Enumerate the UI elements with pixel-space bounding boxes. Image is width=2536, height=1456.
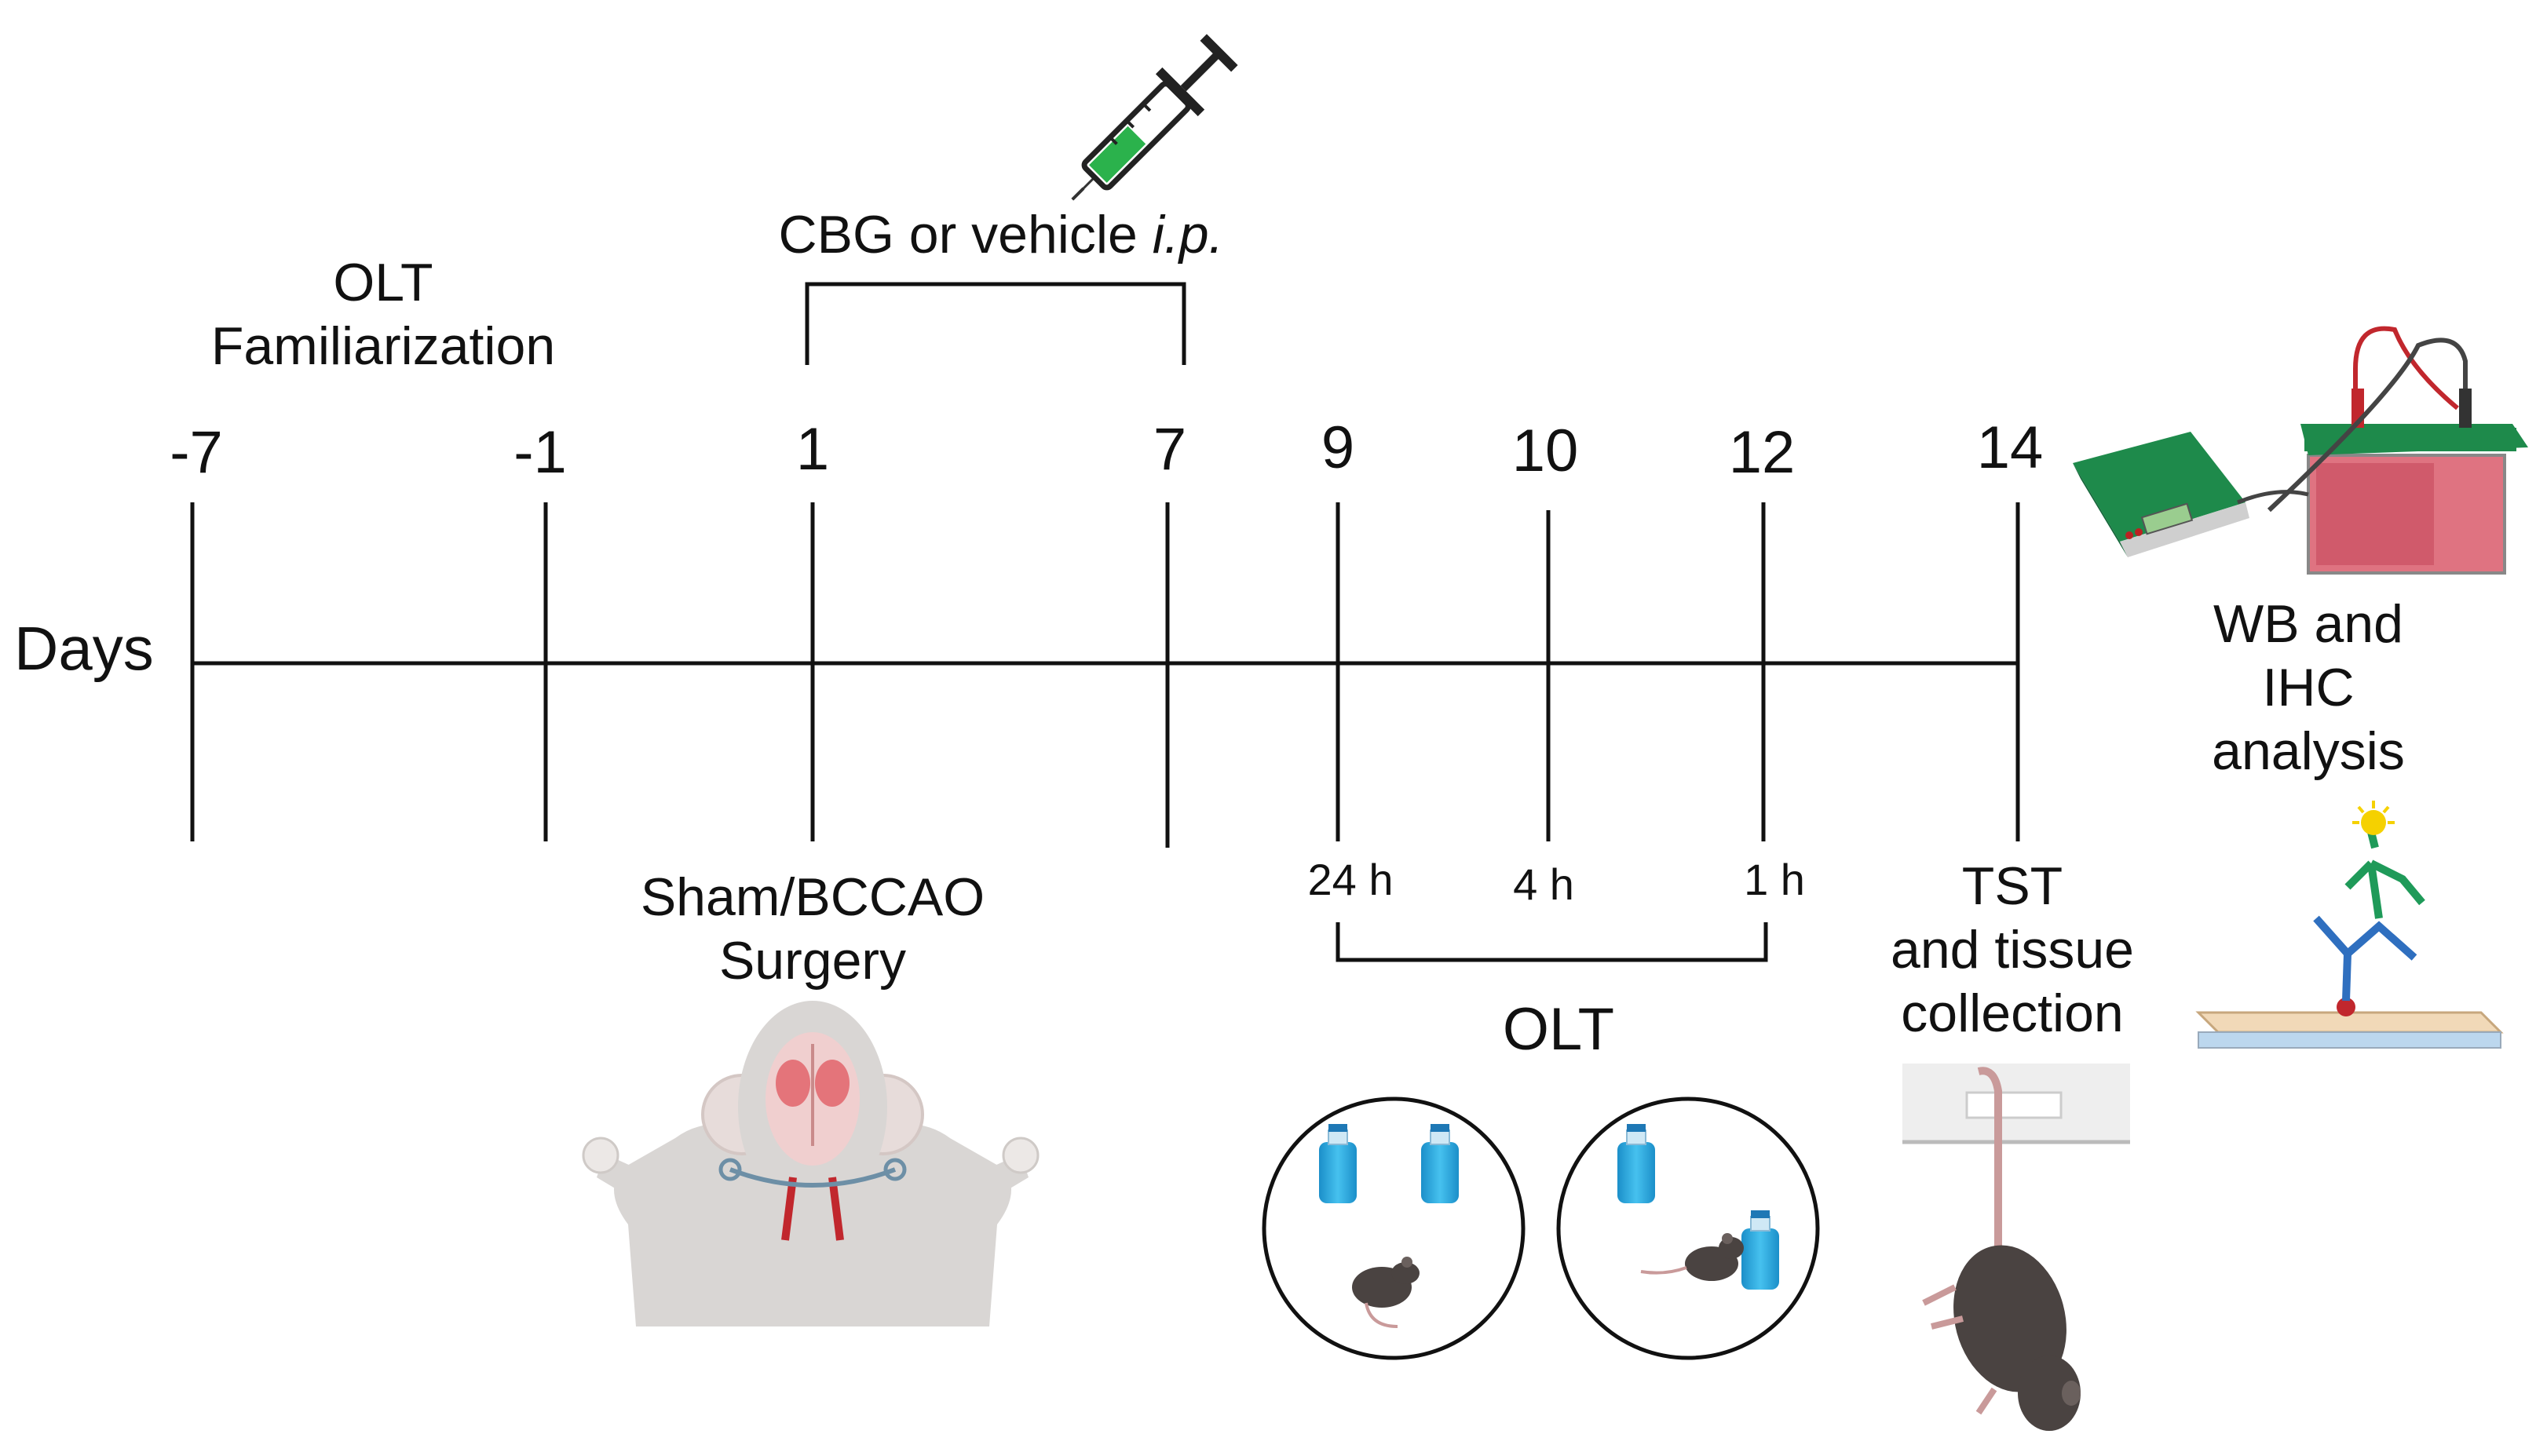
bottle-icon (1617, 1124, 1655, 1203)
bottle-icon (1421, 1124, 1459, 1203)
bottle-icon (1741, 1210, 1779, 1290)
olt-bracket (1336, 922, 1768, 962)
day-label: 9 (1321, 414, 1354, 481)
day-label: 12 (1729, 419, 1796, 486)
day-label: 14 (1977, 414, 2044, 481)
surgery-line1: Sham/BCCAO (641, 867, 985, 927)
cbg-main-text: CBG or vehicle (779, 205, 1153, 265)
tst-line2: and tissue (1891, 920, 2134, 980)
antibody-icon (2195, 801, 2504, 1049)
olt-time-label: 1 h (1744, 855, 1805, 904)
olt-time-label: 24 h (1308, 855, 1394, 904)
cbg-bracket (805, 282, 1186, 365)
olt-label: OLT (1503, 996, 1614, 1063)
day-label: 7 (1153, 416, 1186, 483)
syringe-icon (1071, 34, 1238, 201)
tst-line3: collection (1901, 983, 2124, 1043)
day-label: 1 (796, 416, 829, 483)
bottle-icon (1319, 1124, 1357, 1203)
mouse-surgery-icon (582, 1001, 1040, 1326)
olt-fam-line1: OLT (333, 253, 433, 312)
wb-line1: WB and (2213, 594, 2403, 654)
wb-line3: analysis (2212, 721, 2405, 781)
cbg-italic-text: i.p. (1153, 205, 1224, 265)
cbg-label: CBG or vehicle i.p. (779, 205, 1224, 265)
arena-icon (1262, 1097, 1526, 1360)
surgery-line2: Surgery (719, 931, 906, 991)
day-label: -7 (170, 419, 223, 486)
mouse-icon (1352, 1257, 1420, 1328)
mouse-hanging-icon (1902, 1064, 2130, 1431)
olt-time-label: 4 h (1513, 859, 1574, 909)
day-label: -1 (513, 419, 567, 486)
electrophoresis-icon (2073, 326, 2528, 575)
tst-line1: TST (1962, 856, 2063, 916)
wb-line2: IHC (2262, 658, 2354, 717)
axis-label: Days (14, 614, 154, 683)
day-label: 10 (1512, 418, 1579, 484)
mouse-icon (1640, 1233, 1744, 1281)
arena-icon (1556, 1097, 1820, 1360)
olt-fam-line2: Familiarization (211, 316, 555, 376)
